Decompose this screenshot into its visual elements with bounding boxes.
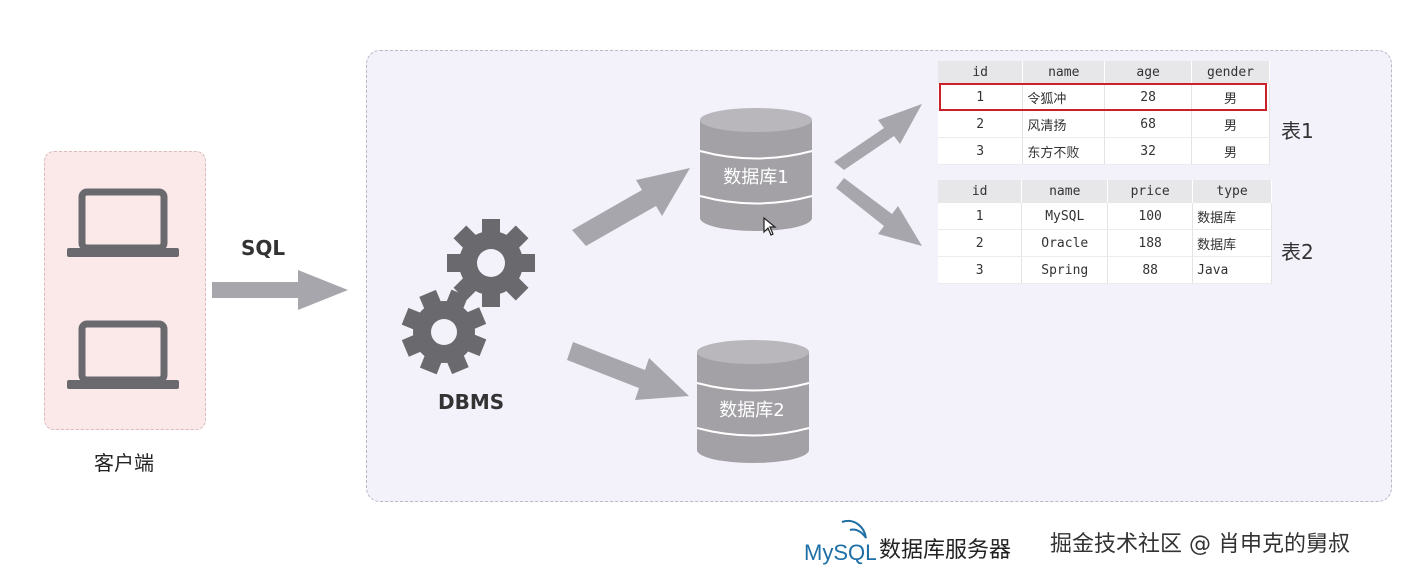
table-cell: 男 — [1191, 110, 1270, 138]
table-cell: 令狐冲 — [1022, 84, 1106, 111]
table-row: 2 Oracle 188 数据库 — [938, 229, 1272, 257]
table-row: 1 MySQL 100 数据库 — [938, 203, 1272, 230]
laptop-icon — [67, 320, 179, 389]
sql-arrow — [212, 270, 348, 310]
client-label: 客户端 — [94, 451, 154, 475]
table-2: id name price type 1 MySQL 100 数据库 2 Ora… — [938, 180, 1272, 284]
table-row: 3 东方不败 32 男 — [938, 137, 1270, 165]
table-1: id name age gender 1 令狐冲 28 男 2 风清扬 68 男… — [938, 61, 1270, 165]
cursor-icon — [763, 216, 777, 236]
table-cell: 1 — [938, 203, 1023, 230]
table-cell: 东方不败 — [1022, 137, 1106, 165]
table-row: 2 风清扬 68 男 — [938, 110, 1270, 138]
column-header: name — [1022, 61, 1106, 84]
table-cell: Java — [1192, 256, 1272, 284]
table-cell: 28 — [1104, 84, 1193, 111]
mysql-logo-text: MySQL — [804, 540, 876, 565]
column-header: gender — [1191, 61, 1270, 84]
database-icon — [699, 108, 813, 231]
watermark-text: 掘金技术社区 @ 肖申克的舅叔 — [1050, 532, 1350, 557]
table-cell: 2 — [938, 229, 1023, 257]
table-cell: 3 — [938, 137, 1024, 165]
database-1-label: 数据库1 — [723, 167, 789, 188]
table-row: 3 Spring 88 Java — [938, 256, 1272, 284]
column-header: type — [1192, 180, 1272, 203]
dbms-label: DBMS — [438, 390, 505, 414]
column-header: price — [1107, 180, 1194, 203]
table-cell: 188 — [1107, 229, 1194, 257]
database-icon — [696, 340, 810, 463]
sql-label: SQL — [241, 236, 286, 260]
arrow-to-table1 — [834, 104, 922, 170]
column-header: id — [938, 61, 1024, 84]
table-cell: 68 — [1104, 110, 1193, 138]
client-box — [44, 151, 206, 430]
mysql-logo: MySQL — [804, 520, 876, 565]
column-header: id — [938, 180, 1023, 203]
table-cell: 3 — [938, 256, 1023, 284]
column-header: name — [1021, 180, 1109, 203]
table-cell: 数据库 — [1192, 203, 1272, 230]
table-cell: Oracle — [1021, 229, 1109, 257]
server-caption: 数据库服务器 — [879, 538, 1012, 563]
laptop-icon — [67, 188, 179, 257]
arrow-to-db1 — [572, 168, 690, 246]
arrow-to-table2 — [836, 178, 922, 246]
database-2-label: 数据库2 — [719, 400, 785, 421]
table-cell: 数据库 — [1192, 229, 1272, 257]
table-cell: Spring — [1021, 256, 1109, 284]
gear-icon — [401, 289, 487, 375]
highlighted-row-box — [939, 83, 1267, 111]
table-2-label: 表2 — [1281, 240, 1314, 264]
arrow-to-db2 — [567, 342, 689, 400]
table-cell: MySQL — [1021, 203, 1109, 230]
table-row: 1 令狐冲 28 男 — [938, 84, 1270, 111]
table-cell: 1 — [938, 84, 1024, 111]
table-cell: 男 — [1191, 137, 1270, 165]
table-cell: 32 — [1104, 137, 1193, 165]
column-header: age — [1104, 61, 1193, 84]
table-cell: 100 — [1107, 203, 1194, 230]
table-cell: 风清扬 — [1022, 110, 1106, 138]
table-cell: 2 — [938, 110, 1024, 138]
table-1-label: 表1 — [1281, 119, 1314, 143]
table-cell: 88 — [1107, 256, 1194, 284]
